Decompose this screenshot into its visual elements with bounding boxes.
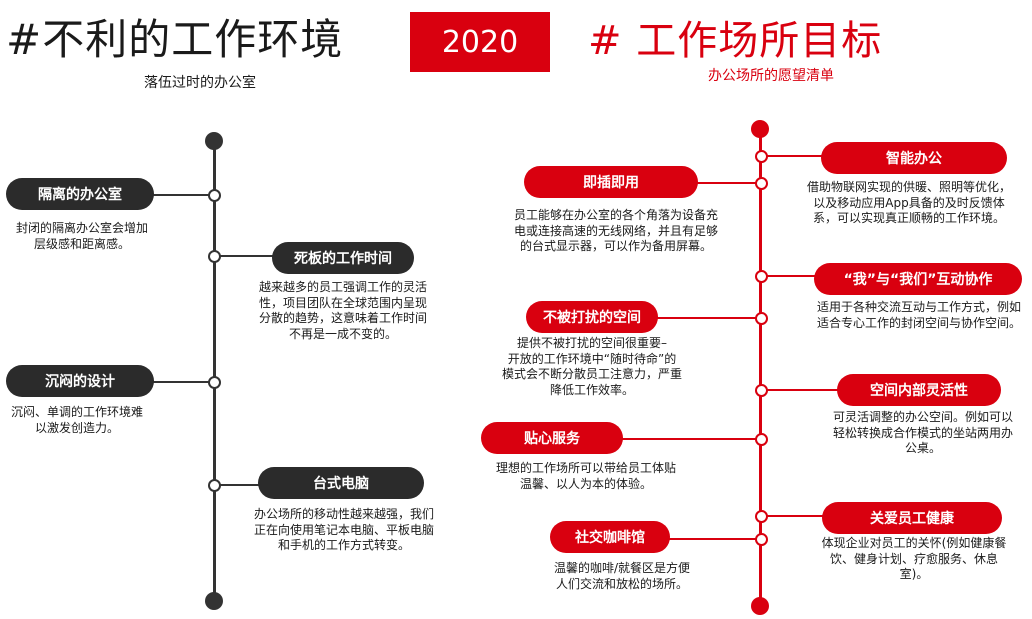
pill-undisturbed-space: 不被打扰的空间 — [526, 301, 658, 333]
desc-employee-health: 体现企业对员工的关怀(例如健康餐 饮、健身计划、疗愈服务、休息 室)。 — [821, 536, 1007, 581]
pill-dull-design: 沉闷的设计 — [6, 365, 154, 397]
desc-rigid-hours: 越来越多的员工强调工作的灵活 性，项目团队在全球范围内呈现 分散的趋势，这意味着… — [258, 280, 427, 341]
desc-space-flexibility: 可灵活调整的办公空间。例如可以 轻松转换成合作模式的坐站两用办 公桌。 — [832, 410, 1013, 455]
connector-line — [666, 538, 761, 540]
left-subtitle: 落伍过时的办公室 — [144, 75, 256, 91]
desc-me-we-collaboration: 适用于各种交流互动与工作方式，例如 适合专心工作的封闭空间与协作空间。 — [816, 300, 1021, 330]
timeline-node — [208, 376, 221, 389]
desc-isolated-office: 封闭的隔离办公室会增加 层级感和距离感。 — [15, 221, 148, 251]
pill-me-we-collaboration: “我”与“我们”互动协作 — [814, 263, 1022, 295]
desc-caring-service: 理想的工作场所可以带给员工体贴 温馨、以人为本的体验。 — [495, 461, 676, 491]
desc-undisturbed-space: 提供不被打扰的空间很重要– 开放的工作环境中“随时待命”的 模式会不断分散员工注… — [501, 336, 682, 397]
timeline-node — [755, 384, 768, 397]
connector-line — [215, 484, 265, 486]
pill-desktop-computer: 台式电脑 — [258, 467, 424, 499]
connector-line — [150, 381, 215, 383]
timeline-node — [208, 189, 221, 202]
timeline-node — [755, 150, 768, 163]
left-timeline-start-cap — [205, 132, 223, 150]
pill-caring-service: 贴心服务 — [481, 422, 623, 454]
desc-social-cafe: 温馨的咖啡/就餐区是方便 人们交流和放松的场所。 — [553, 561, 691, 591]
connector-line — [215, 255, 277, 257]
timeline-node — [755, 312, 768, 325]
connector-line — [694, 182, 761, 184]
pill-rigid-hours: 死板的工作时间 — [272, 242, 414, 274]
desc-desktop-computer: 办公场所的移动性越来越强，我们 正在向使用笔记本电脑、平板电脑 和手机的工作方式… — [253, 507, 434, 552]
timeline-node — [208, 250, 221, 263]
timeline-node — [208, 479, 221, 492]
desc-plug-and-play: 员工能够在办公室的各个角落为设备充 电或连接高速的无线网络，并且有足够 的台式显… — [513, 208, 718, 253]
right-title: # 工作场所目标 — [588, 18, 883, 64]
connector-line — [761, 275, 821, 277]
connector-line — [761, 155, 827, 157]
right-timeline-start-cap — [751, 120, 769, 138]
connector-line — [150, 194, 215, 196]
timeline-node — [755, 270, 768, 283]
right-timeline-end-cap — [751, 597, 769, 615]
left-timeline-end-cap — [205, 592, 223, 610]
year-badge: 2020 — [410, 12, 550, 72]
right-subtitle: 办公场所的愿望清单 — [708, 68, 834, 84]
connector-line — [761, 515, 826, 517]
left-title: #不利的工作环境 — [6, 15, 344, 64]
timeline-node — [755, 510, 768, 523]
desc-dull-design: 沉闷、单调的工作环境难 以激发创造力。 — [10, 405, 143, 435]
pill-space-flexibility: 空间内部灵活性 — [837, 374, 1001, 406]
pill-smart-office: 智能办公 — [821, 142, 1007, 174]
desc-smart-office: 借助物联网实现的供暖、照明等优化， 以及移动应用App具备的及时反馈体 系，可以… — [806, 180, 1011, 225]
connector-line — [654, 317, 761, 319]
pill-isolated-office: 隔离的办公室 — [6, 178, 154, 210]
pill-employee-health: 关爱员工健康 — [822, 502, 1002, 534]
connector-line — [761, 389, 841, 391]
pill-social-cafe: 社交咖啡馆 — [550, 521, 670, 553]
timeline-node — [755, 433, 768, 446]
right-timeline-line — [759, 129, 762, 606]
left-timeline-line — [213, 141, 216, 601]
pill-plug-and-play: 即插即用 — [524, 166, 698, 198]
timeline-node — [755, 177, 768, 190]
connector-line — [620, 438, 761, 440]
timeline-node — [755, 533, 768, 546]
